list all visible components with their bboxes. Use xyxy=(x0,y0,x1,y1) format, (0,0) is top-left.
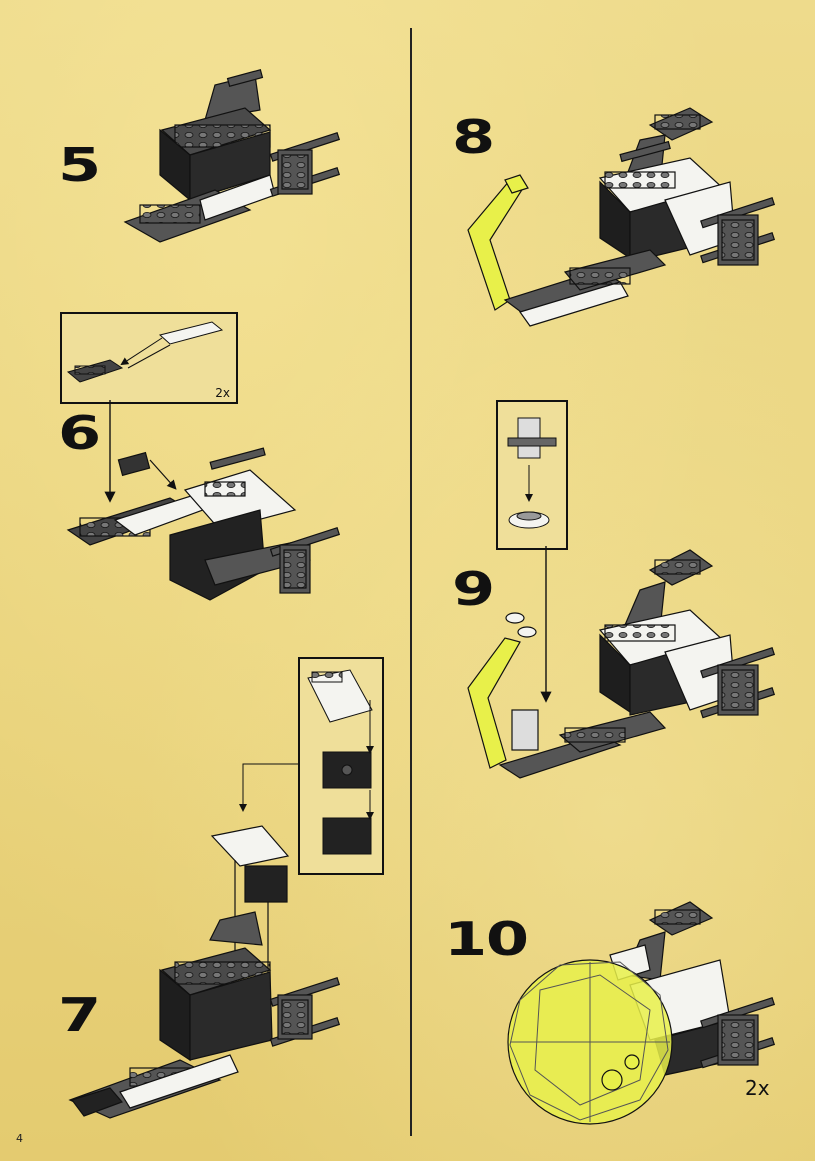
step-number-6: 6 xyxy=(58,406,101,460)
step-7-callout-parts xyxy=(239,669,374,855)
step-number-8: 8 xyxy=(452,110,495,164)
step-6-multiplier: 2x xyxy=(215,386,230,400)
step-number-5: 5 xyxy=(58,138,101,192)
column-divider xyxy=(410,28,412,1136)
step-6-model xyxy=(66,447,341,601)
step-9-callout-parts xyxy=(507,417,557,529)
step-8-model xyxy=(467,107,776,327)
step-10-multiplier: 2x xyxy=(745,1076,770,1100)
step-number-10: 10 xyxy=(444,912,529,966)
step-9-model xyxy=(467,549,776,779)
step-number-7: 7 xyxy=(58,988,101,1042)
step-6-callout-parts xyxy=(66,321,224,383)
step-5-model xyxy=(123,69,341,243)
page-number: 4 xyxy=(16,1132,23,1145)
step-10-model xyxy=(507,901,776,1125)
step-7-model xyxy=(68,825,341,1119)
step-number-9: 9 xyxy=(452,562,495,616)
